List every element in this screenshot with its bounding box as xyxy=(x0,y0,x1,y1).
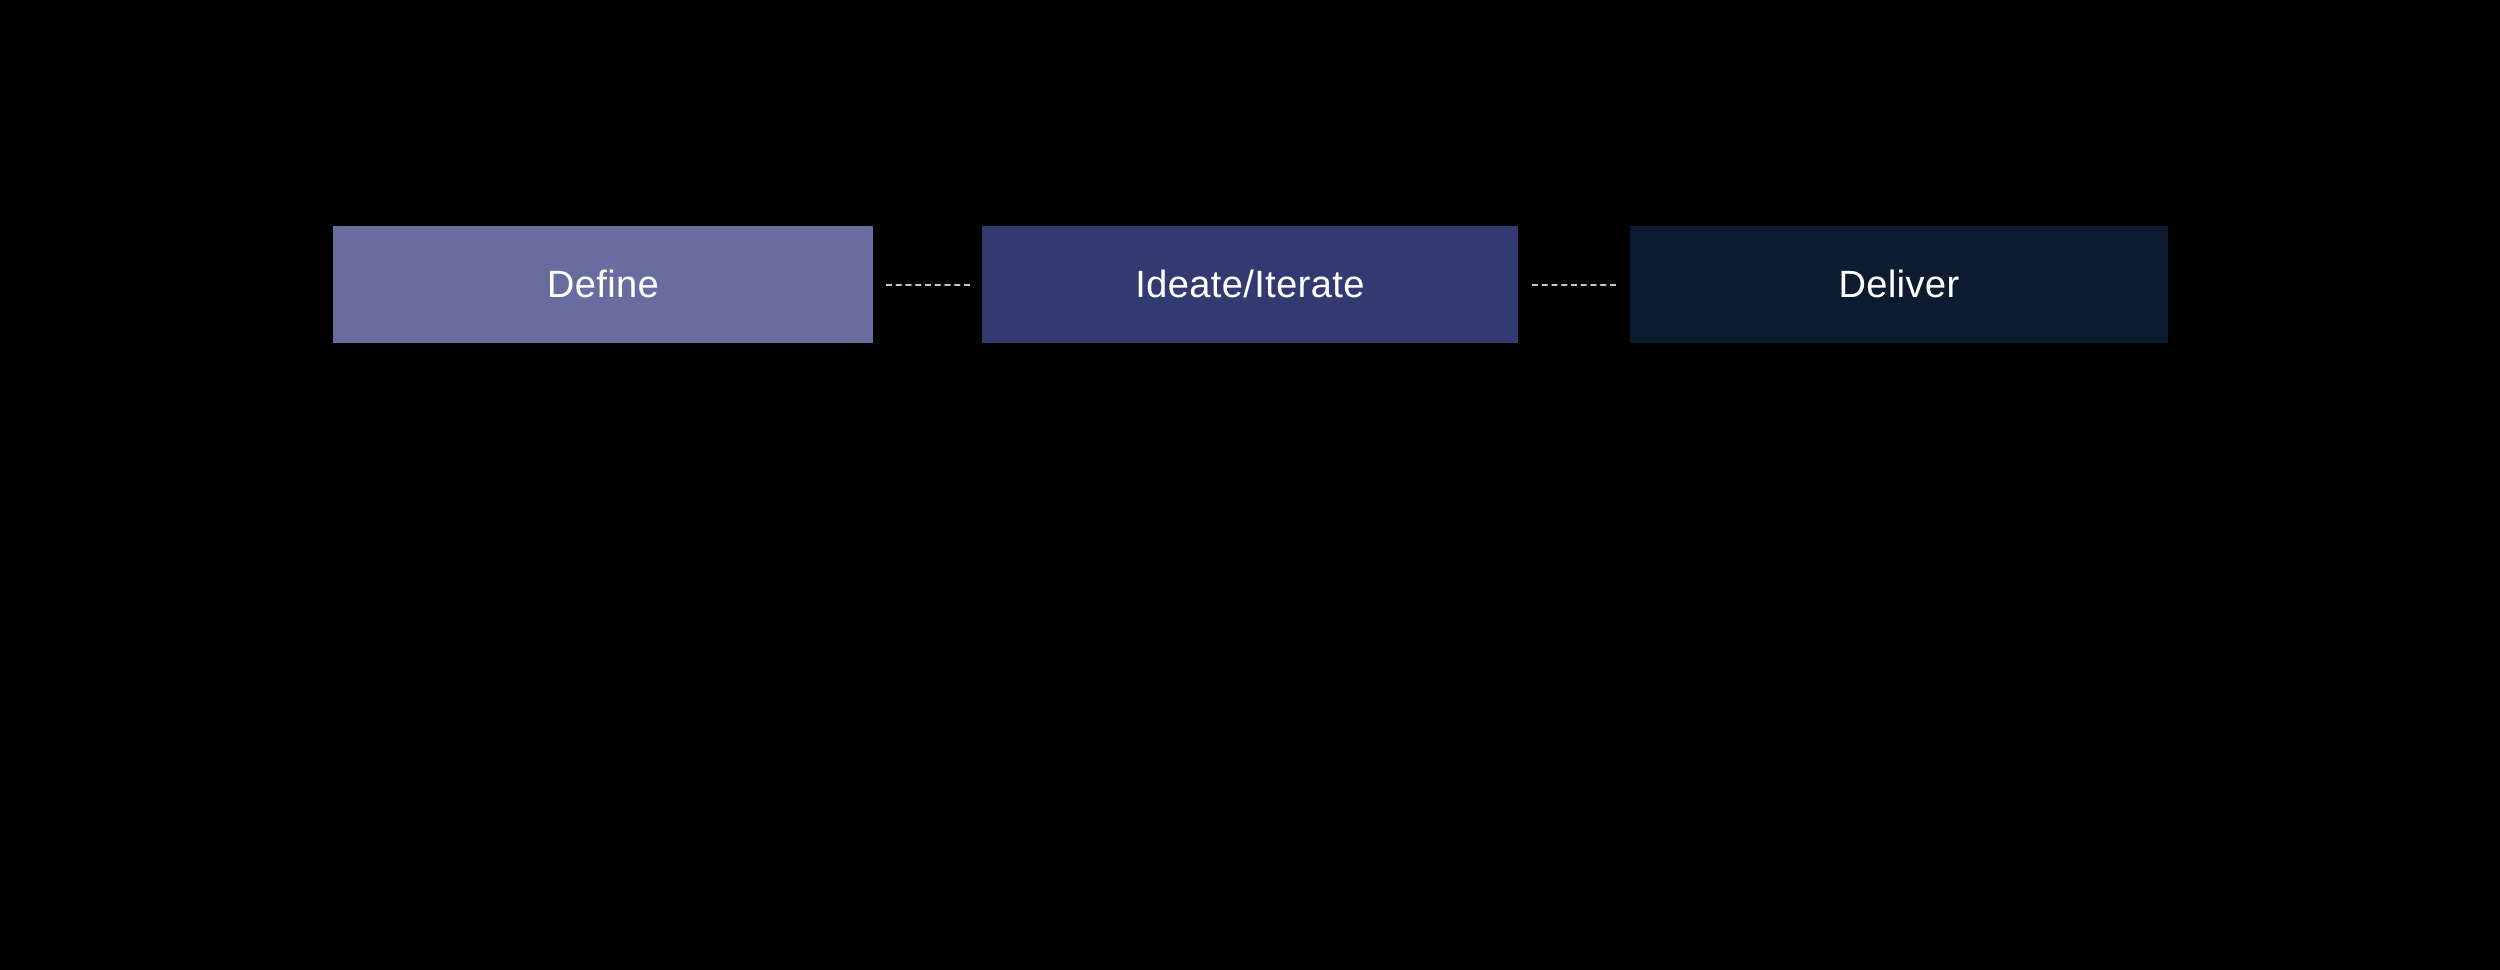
stage-box-deliver[interactable]: Deliver xyxy=(1630,226,2168,343)
stage-label-define: Define xyxy=(546,263,660,306)
dashed-line-icon xyxy=(885,283,970,286)
stage-label-deliver: Deliver xyxy=(1838,263,1960,306)
process-flow: Define Ideate/Iterate Deliver xyxy=(333,226,2168,343)
stage-label-ideate-iterate: Ideate/Iterate xyxy=(1135,263,1365,306)
connector-ideate-to-deliver xyxy=(1518,226,1630,343)
stage-box-ideate-iterate[interactable]: Ideate/Iterate xyxy=(982,226,1518,343)
dashed-line-icon xyxy=(1532,283,1616,286)
stage-box-define[interactable]: Define xyxy=(333,226,873,343)
connector-define-to-ideate xyxy=(873,226,982,343)
